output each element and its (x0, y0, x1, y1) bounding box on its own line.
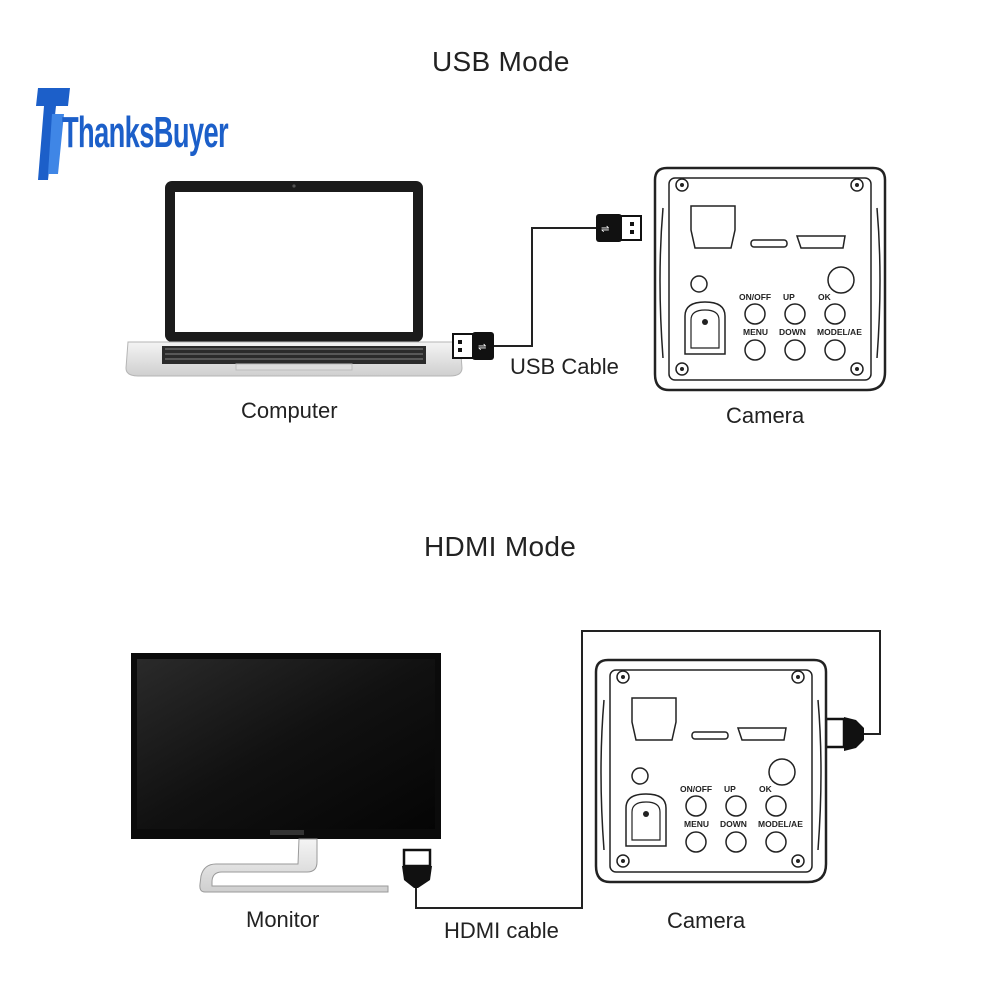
onoff-label: ON/OFF (739, 292, 771, 302)
svg-text:⇌: ⇌ (478, 342, 486, 353)
ok-label-2: OK (759, 784, 773, 794)
usb-plug-right-icon: ⇌ (596, 214, 642, 242)
down-label-2: DOWN (720, 819, 747, 829)
brand-logo-text: ThanksBuyer (62, 108, 229, 157)
hdmi-plug-left-icon (402, 848, 432, 888)
computer-label: Computer (241, 398, 338, 423)
brand-logo-icon (36, 88, 70, 180)
down-label: DOWN (779, 327, 806, 337)
camera-usb: ON/OFF UP OK MENU DOWN MODEL/AE (653, 166, 887, 392)
menu-label: MENU (743, 327, 768, 337)
usb-plug-left-icon: ⇌ (452, 332, 494, 360)
usb-cable: ⇌ ⇌ (452, 214, 642, 360)
ok-label: OK (818, 292, 832, 302)
brand-logo: ThanksBuyer (34, 84, 229, 184)
svg-text:⇌: ⇌ (601, 224, 609, 235)
up-label: UP (783, 292, 795, 302)
usb-cable-label: USB Cable (510, 354, 619, 379)
menu-label-2: MENU (684, 819, 709, 829)
monitor-label: Monitor (246, 907, 320, 932)
onoff-label-2: ON/OFF (680, 784, 712, 794)
up-label-2: UP (724, 784, 736, 794)
monitor (131, 653, 441, 893)
hdmi-cable-label: HDMI cable (444, 918, 559, 943)
hdmi-mode-title: HDMI Mode (424, 531, 577, 562)
usb-mode-title: USB Mode (432, 46, 570, 77)
camera-hdmi: ON/OFF UP OK MENU DOWN MODEL/AE (594, 658, 828, 884)
camera-usb-label: Camera (726, 403, 805, 428)
hdmi-plug-right-icon (824, 717, 864, 751)
hdmi-cable (402, 630, 881, 909)
laptop-computer (125, 181, 463, 377)
model-ae-label: MODEL/AE (817, 327, 862, 337)
model-ae-label-2: MODEL/AE (758, 819, 803, 829)
camera-hdmi-label: Camera (667, 908, 746, 933)
